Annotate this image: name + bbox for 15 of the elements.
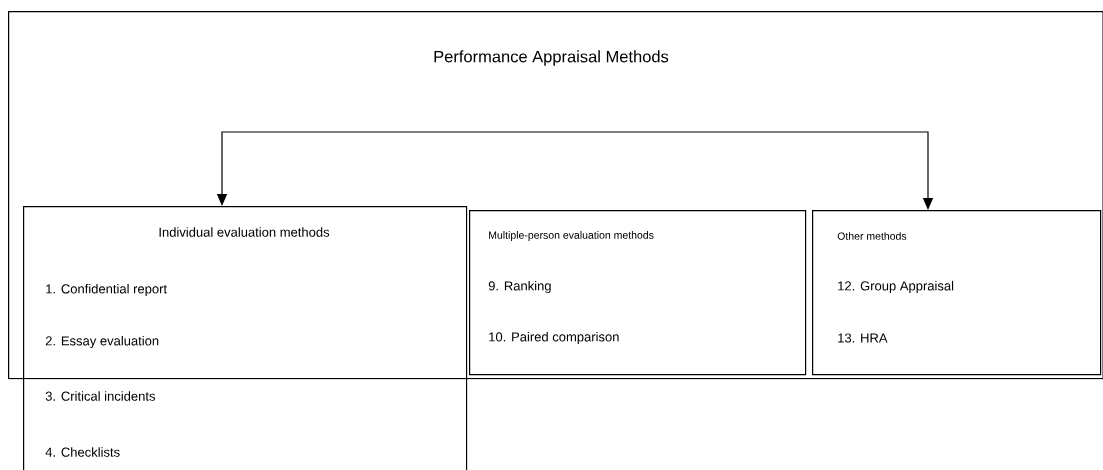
list-item: 1. Confidential report: [46, 283, 167, 297]
list-item: 2. Essay evaluation: [45, 335, 159, 349]
box-heading: Multiple-person evaluation methods: [489, 231, 654, 241]
box-heading: Other methods: [837, 232, 907, 240]
list-item: 13. HRA: [838, 333, 888, 343]
category-box: [469, 210, 807, 376]
list-item: 4. Checklists: [45, 447, 120, 457]
list-item: 10. Paired comparison: [489, 331, 619, 345]
category-box: [812, 210, 1102, 376]
list-item: 12. Group Appraisal: [838, 280, 954, 294]
list-item: 3. Critical incidents: [45, 391, 156, 401]
title: Performance Appraisal Methods: [434, 50, 669, 66]
list-item: 9. Ranking: [488, 280, 551, 294]
box-heading: Individual evaluation methods: [159, 227, 330, 237]
category-box: [23, 206, 468, 470]
